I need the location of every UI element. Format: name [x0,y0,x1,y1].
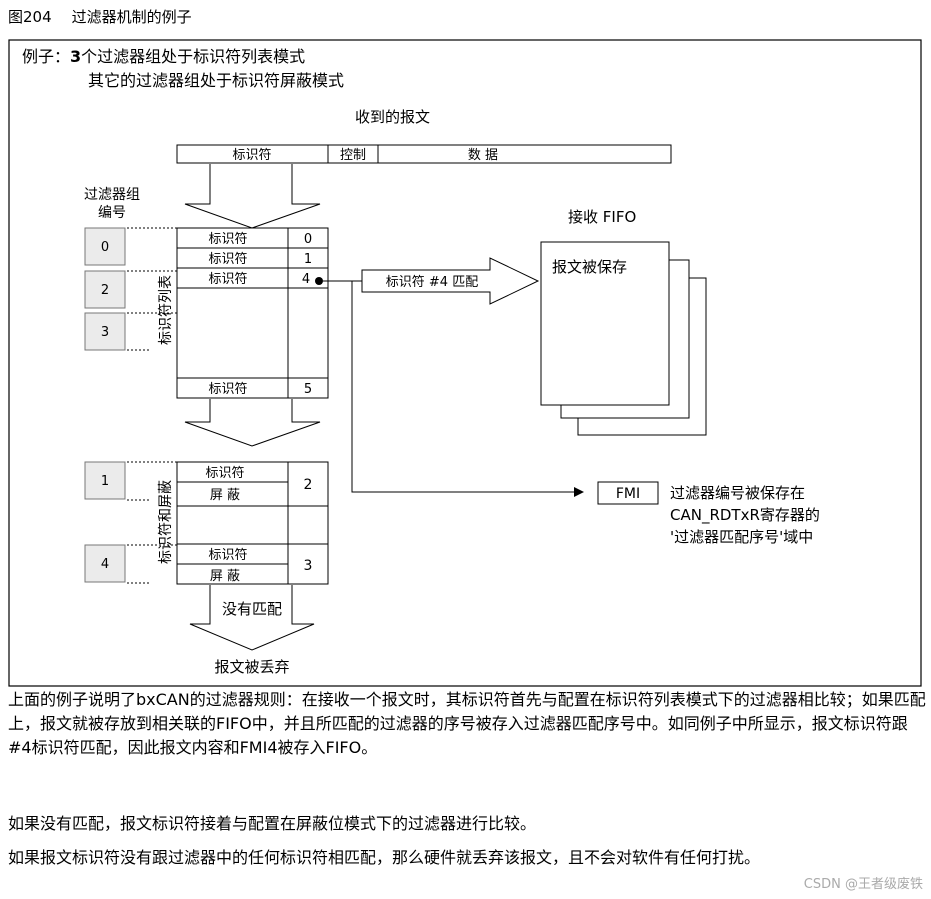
figure-number: 图204 [8,8,52,26]
id-list-row-num: 4 [302,272,310,287]
fifo-text: 报文被保存 [552,258,627,276]
svg-text:1: 1 [101,474,109,489]
mask-mask-label: 屏 蔽 [210,488,240,503]
down-arrow-to-mask [184,399,321,447]
received-message-bar: 标识符 控制 数 据 [176,144,672,164]
no-match-arrow [189,585,315,651]
paragraph-1: 上面的例子说明了bxCAN的过滤器规则：在接收一个报文时，其标识符首先与配置在标… [8,690,926,757]
mask-group-num: 3 [304,558,313,574]
list-bank-2: 2 [84,270,126,309]
fmi-connector-line [323,280,584,497]
id-list-row-num: 0 [304,232,312,247]
mask-id-label: 标识符 [205,465,244,481]
fifo-title: 接收 FIFO [568,208,636,226]
fmi-desc-1: 过滤器编号被保存在 [670,484,805,502]
svg-text:4: 4 [101,557,109,572]
mask-mask-label: 屏 蔽 [210,569,240,584]
match-arrow-label: 标识符 #4 匹配 [386,274,478,290]
id-list-row-label: 标识符 [208,251,247,267]
mask-bank-4: 4 [84,544,126,583]
figure-title: 过滤器机制的例子 [71,8,192,26]
filter-group-label-2: 编号 [98,205,126,221]
id-list-vertical-label: 标识符列表 [158,275,174,345]
mask-bank-1: 1 [84,461,126,500]
example-line-2: 其它的过滤器组处于标识符屏蔽模式 [88,71,344,90]
list-bank-3: 3 [84,312,126,351]
figure-caption: 图204 过滤器机制的例子 [8,6,192,27]
mask-bank-leaders [127,461,177,584]
id-list-row-label: 标识符 [208,271,247,287]
fmi-label: FMI [616,486,640,502]
id-list-row-label: 标识符 [208,381,247,397]
filter-mechanism-diagram: 例子：3个过滤器组处于标识符列表模式 其它的过滤器组处于标识符屏蔽模式 收到的报… [8,39,922,687]
field-control: 控制 [340,148,366,163]
paragraph-2: 如果没有匹配，报文标识符接着与配置在屏蔽位模式下的过滤器进行比较。 [8,814,537,833]
paragraph-3: 如果报文标识符没有跟过滤器中的任何标识符相匹配，那么硬件就丢弃该报文，且不会对软… [8,848,761,867]
svg-text:0: 0 [101,240,109,255]
diagram-frame [8,39,922,687]
match-arrow [361,257,540,305]
mask-table: 标识符 屏 蔽 2 标识符 屏 蔽 3 [176,461,329,585]
mask-vertical-label: 标识符和屏蔽 [158,480,174,564]
field-identifier: 标识符 [232,147,271,163]
field-data: 数 据 [468,148,498,163]
id-list-row-num: 5 [304,382,312,397]
svg-text:3: 3 [101,325,109,340]
id-list-row-num: 1 [304,252,312,267]
filter-group-label-1: 过滤器组 [84,187,140,203]
svg-text:2: 2 [101,283,109,298]
mask-group-num: 2 [304,477,313,493]
mask-id-label: 标识符 [208,547,247,563]
discard-label: 报文被丢弃 [214,658,289,676]
fmi-desc-2: CAN_RDTxR寄存器的 [670,506,820,525]
id-list-table: 标识符 0 标识符 1 标识符 4 标识符 5 [176,227,329,399]
fifo-page-1 [540,241,670,406]
fmi-desc-3: '过滤器匹配序号'域中 [670,528,813,546]
fmi-box [597,481,659,505]
example-line-1: 例子：3个过滤器组处于标识符列表模式 [22,47,305,66]
watermark: CSDN @王者级废铁 [803,877,923,892]
list-bank-leaders [127,227,177,351]
list-bank-0: 0 [84,227,126,266]
no-match-label: 没有匹配 [222,600,282,618]
received-message-title: 收到的报文 [355,108,430,126]
id-list-row-label: 标识符 [208,231,247,247]
match-dot [315,277,323,285]
